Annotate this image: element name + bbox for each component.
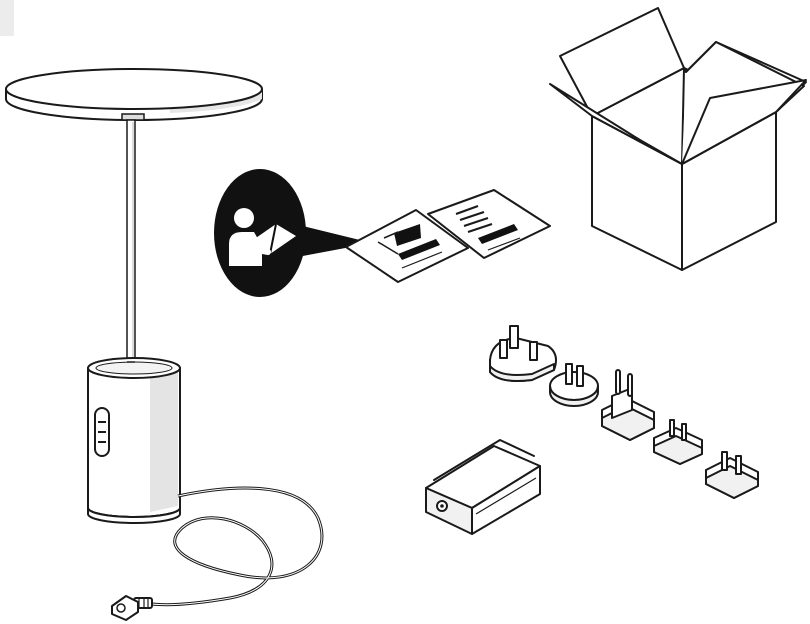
open-box-icon	[550, 8, 806, 270]
adapter-au	[550, 364, 598, 406]
lamp-base	[88, 358, 180, 523]
cable-plug	[112, 596, 152, 620]
adapter-eu	[602, 370, 654, 440]
table-lamp-icon	[6, 69, 322, 620]
lamp-head	[6, 69, 262, 120]
power-supply-icon	[426, 440, 540, 534]
adapter-us-2	[706, 452, 758, 498]
lamp-stem	[127, 120, 135, 364]
read-manual-icon	[214, 169, 550, 297]
adapter-us	[654, 420, 702, 464]
adapter-uk	[490, 326, 556, 381]
